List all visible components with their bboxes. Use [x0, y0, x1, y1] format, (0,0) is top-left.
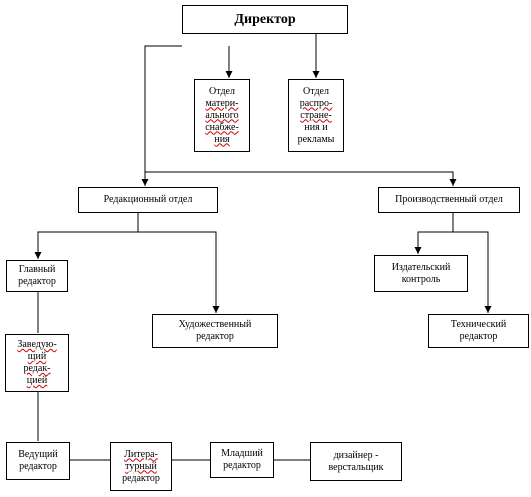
material-line-5: ния — [214, 133, 230, 145]
connector-editorial-art — [138, 231, 220, 313]
art-editor-line-2: редактор — [196, 331, 234, 342]
distribution-line-4: ния и — [304, 121, 328, 133]
head-of-editing-line-2: щий — [27, 351, 47, 362]
material-line-2: матери- — [205, 97, 239, 109]
director-label: Директор — [234, 11, 296, 27]
designer-line-1: дизайнер - — [333, 449, 379, 461]
designer-box: дизайнер - верстальщик — [310, 442, 402, 481]
material-line-3: ального — [205, 109, 239, 121]
tech-editor-line-1: Технический — [450, 319, 507, 330]
junior-editor-line-1: Младший — [221, 448, 263, 459]
lead-editor-box: Ведущий редактор — [6, 442, 70, 480]
literary-editor-line-1: Литера- — [124, 448, 158, 460]
production-dept-box: Производственный отдел — [378, 187, 520, 213]
production-dept-label: Производственный отдел — [395, 194, 503, 205]
distribution-dept-box: Отдел распро- стране- ния и рекламы — [288, 79, 344, 152]
editorial-dept-box: Редакционный отдел — [78, 187, 218, 213]
art-editor-box: Художественный редактор — [152, 314, 278, 348]
publishing-control-line-2: контроль — [401, 273, 441, 285]
distribution-line-5: рекламы — [297, 133, 335, 145]
head-of-editing-line-4: цией — [26, 375, 48, 386]
chief-editor-line-1: Главный — [18, 264, 56, 275]
art-editor-line-1: Художественный — [178, 319, 252, 330]
distribution-line-2: распро- — [299, 97, 333, 109]
material-supply-dept-box: Отдел матери- ального снабже- ния — [194, 79, 250, 152]
chief-editor-box: Главный редактор — [6, 260, 68, 292]
junior-editor-line-2: редактор — [223, 460, 261, 471]
head-of-editing-line-3: редак- — [23, 363, 51, 374]
head-of-editing-box: Заведую- щий редак- цией — [5, 334, 69, 392]
distribution-line-3: стране- — [300, 109, 332, 121]
connector-editorial-chief — [34, 213, 139, 259]
lead-editor-line-2: редактор — [19, 461, 57, 472]
designer-line-2: верстальщик — [328, 461, 384, 473]
literary-editor-box: Литера- турный редактор — [110, 442, 172, 491]
connector-production-publishing — [414, 213, 454, 254]
publishing-control-line-1: Издательский — [391, 261, 451, 273]
tech-editor-line-2: редактор — [459, 331, 498, 342]
director-box: Директор — [182, 5, 348, 34]
literary-editor-line-3: редактор — [122, 472, 160, 484]
distribution-line-1: Отдел — [303, 85, 329, 97]
connector-production-tech — [453, 231, 492, 313]
junior-editor-box: Младший редактор — [210, 442, 274, 478]
tech-editor-box: Технический редактор — [428, 314, 529, 348]
head-of-editing-line-1: Заведую- — [17, 339, 57, 350]
material-line-4: снабже- — [205, 121, 239, 133]
publishing-control-box: Издательский контроль — [374, 255, 468, 292]
editorial-dept-label: Редакционный отдел — [103, 194, 193, 205]
lead-editor-line-1: Ведущий — [18, 449, 58, 460]
material-line-1: Отдел — [209, 85, 235, 97]
chief-editor-line-2: редактор — [18, 276, 56, 287]
literary-editor-line-2: турный — [125, 460, 157, 472]
